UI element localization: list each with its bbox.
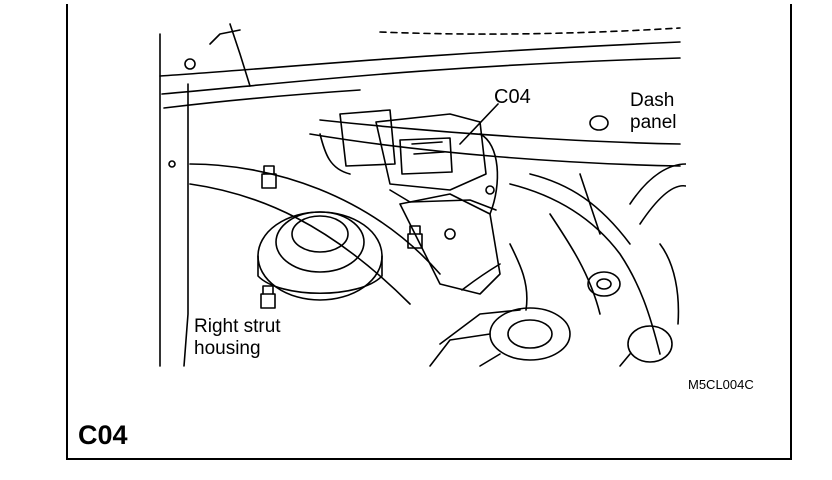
strut-housing-callout-line2: housing: [194, 338, 261, 359]
dash-panel-callout-line2: panel: [630, 112, 677, 133]
connector-callout: C04: [494, 86, 531, 108]
dash-panel-callout: Dash panel: [630, 90, 677, 134]
figure-id: C04: [78, 420, 128, 450]
frame-tick-top-right: [790, 4, 792, 12]
strut-housing-callout: Right strut housing: [194, 316, 281, 360]
frame-tick-top-left: [66, 4, 68, 12]
figure-frame: [66, 8, 792, 460]
engine-bay-illustration: [159, 23, 686, 367]
dash-panel-callout-line1: Dash: [630, 90, 675, 111]
figure-code: M5CL004C: [688, 377, 754, 392]
strut-housing-callout-line1: Right strut: [194, 316, 281, 337]
